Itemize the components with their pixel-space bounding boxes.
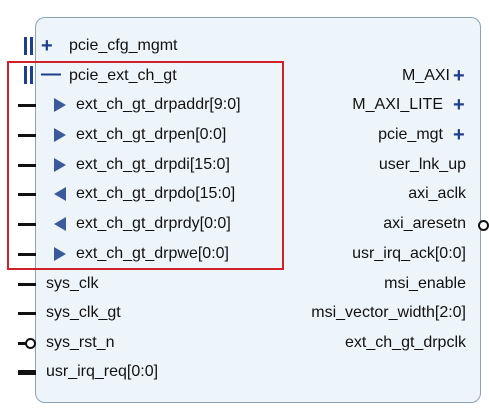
port-pin-line[interactable] bbox=[18, 134, 36, 137]
right-port-msi-vector-width-row: msi_vector_width[2:0] bbox=[206, 301, 466, 325]
port-pin-line[interactable] bbox=[18, 164, 36, 167]
port-pin-line[interactable] bbox=[18, 223, 36, 226]
port-pcie-ext-ch-gt[interactable]: pcie_ext_ch_gt bbox=[69, 67, 177, 84]
expand-plus-icon[interactable]: + bbox=[453, 65, 465, 87]
input-arrow-icon bbox=[54, 98, 66, 112]
port-pin-line[interactable] bbox=[18, 253, 36, 256]
right-port-ext-ch-gt-drpclk-row: ext_ch_gt_drpclk bbox=[206, 331, 466, 355]
ip-block[interactable] bbox=[35, 17, 481, 403]
port-ext-ch-gt-drpdo[interactable]: ext_ch_gt_drpdo[15:0] bbox=[76, 185, 236, 202]
port-pcie-mgt[interactable]: pcie_mgt bbox=[378, 126, 443, 143]
bus-connector-bar[interactable] bbox=[30, 66, 33, 84]
port-pin-line[interactable] bbox=[18, 342, 26, 345]
port-sys-clk-gt[interactable]: sys_clk_gt bbox=[46, 304, 121, 321]
right-port-user-lnk-up-row: user_lnk_up bbox=[226, 153, 466, 177]
collapse-minus-icon[interactable]: — bbox=[41, 63, 61, 85]
highlight-box bbox=[7, 61, 284, 270]
port-ext-ch-gt-drpwe[interactable]: ext_ch_gt_drpwe[0:0] bbox=[76, 245, 229, 262]
port-msi-vector-width[interactable]: msi_vector_width[2:0] bbox=[311, 304, 466, 321]
bus-connector-bar[interactable] bbox=[30, 37, 33, 55]
bus-connector-bar[interactable] bbox=[24, 66, 27, 84]
port-pin-bus-line[interactable] bbox=[18, 370, 36, 375]
inverted-pin-circle-icon bbox=[25, 338, 36, 349]
port-ext-ch-gt-drprdy[interactable]: ext_ch_gt_drprdy[0:0] bbox=[76, 215, 231, 232]
port-usr-irq-req[interactable]: usr_irq_req[0:0] bbox=[46, 363, 159, 380]
right-port-axi-aresetn-row: axi_aresetn bbox=[226, 212, 466, 236]
port-pin-line[interactable] bbox=[18, 104, 36, 107]
port-axi-aresetn[interactable]: axi_aresetn bbox=[383, 215, 466, 232]
port-ext-ch-gt-drpen[interactable]: ext_ch_gt_drpen[0:0] bbox=[76, 126, 227, 143]
port-pin-line[interactable] bbox=[18, 283, 36, 286]
output-arrow-icon bbox=[54, 217, 66, 231]
right-port-m-axi-row: M_AXI bbox=[210, 64, 450, 88]
port-m-axi-lite[interactable]: M_AXI_LITE bbox=[352, 96, 443, 113]
port-usr-irq-ack[interactable]: usr_irq_ack[0:0] bbox=[352, 245, 466, 262]
port-user-lnk-up[interactable]: user_lnk_up bbox=[378, 156, 466, 173]
right-port-m-axi-lite-row: M_AXI_LITE bbox=[203, 93, 443, 117]
port-pin-line[interactable] bbox=[18, 193, 36, 196]
port-axi-aclk[interactable]: axi_aclk bbox=[408, 185, 466, 202]
expand-plus-icon[interactable]: + bbox=[453, 124, 465, 146]
expand-plus-icon[interactable]: + bbox=[453, 94, 465, 116]
port-ext-ch-gt-drpaddr[interactable]: ext_ch_gt_drpaddr[9:0] bbox=[76, 96, 241, 113]
inverted-pin-circle-icon bbox=[478, 220, 489, 231]
port-ext-ch-gt-drpclk[interactable]: ext_ch_gt_drpclk bbox=[345, 334, 466, 351]
port-ext-ch-gt-drpdi[interactable]: ext_ch_gt_drpdi[15:0] bbox=[76, 156, 230, 173]
right-port-msi-enable-row: msi_enable bbox=[206, 272, 466, 296]
port-sys-clk[interactable]: sys_clk bbox=[46, 275, 99, 292]
right-port-usr-irq-ack-row: usr_irq_ack[0:0] bbox=[206, 242, 466, 266]
right-port-axi-aclk-row: axi_aclk bbox=[226, 182, 466, 206]
input-arrow-icon bbox=[54, 128, 66, 142]
input-arrow-icon bbox=[54, 158, 66, 172]
port-m-axi[interactable]: M_AXI bbox=[401, 67, 450, 84]
output-arrow-icon bbox=[54, 187, 66, 201]
input-arrow-icon bbox=[54, 247, 66, 261]
port-sys-rst-n[interactable]: sys_rst_n bbox=[46, 334, 115, 351]
port-pcie-cfg-mgmt[interactable]: pcie_cfg_mgmt bbox=[69, 37, 178, 54]
right-port-pcie-mgt-row: pcie_mgt bbox=[203, 123, 443, 147]
port-msi-enable[interactable]: msi_enable bbox=[384, 275, 466, 292]
bus-connector-bar[interactable] bbox=[24, 37, 27, 55]
expand-plus-icon[interactable]: + bbox=[41, 35, 53, 57]
port-pin-line[interactable] bbox=[18, 312, 36, 315]
